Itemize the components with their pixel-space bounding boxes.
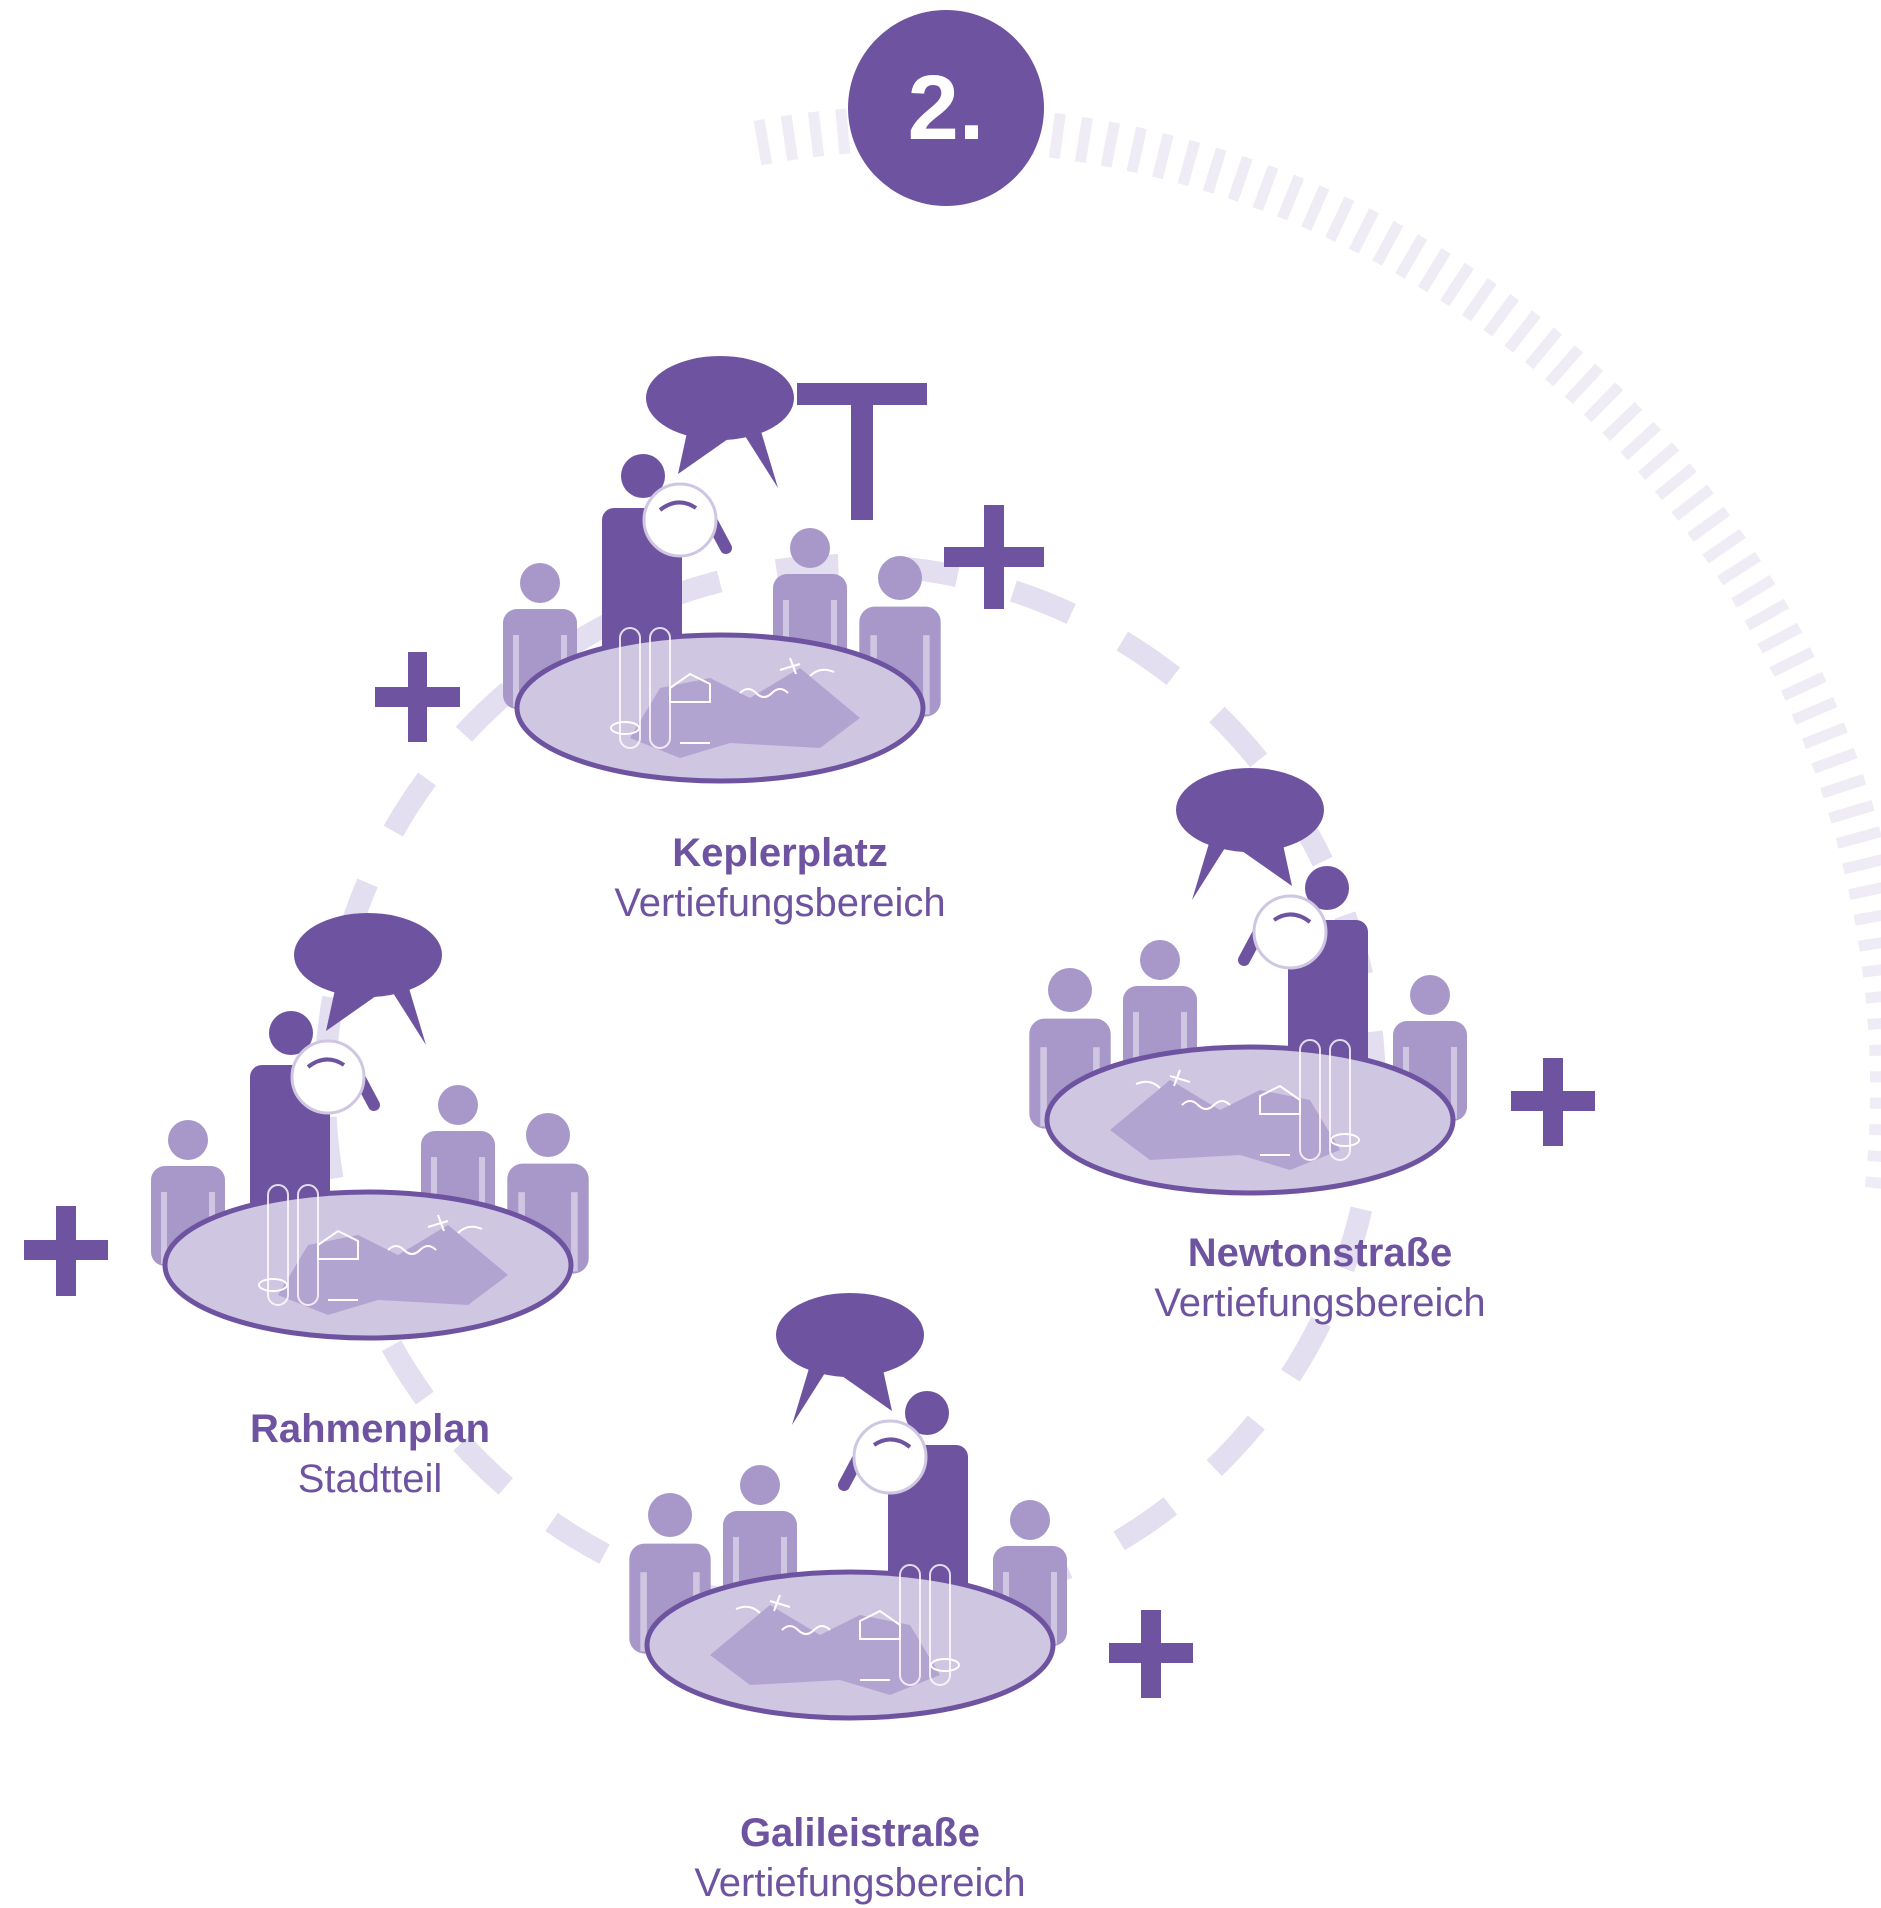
tick-mark	[1549, 349, 1579, 383]
tick-mark	[1183, 141, 1195, 184]
tick-mark	[786, 116, 793, 161]
tick-mark	[1658, 468, 1693, 496]
tick-mark	[1866, 1182, 1881, 1186]
tick-mark	[1509, 314, 1537, 350]
galileistrasse-subtitle: Vertiefungsbereich	[600, 1858, 1120, 1908]
tick-mark	[1080, 118, 1087, 162]
tick-mark	[1870, 1076, 1881, 1077]
tick-mark	[1258, 167, 1274, 209]
tick-mark	[1760, 628, 1800, 649]
tick-mark	[1868, 1156, 1881, 1159]
tick-mark	[1866, 994, 1881, 998]
tick-mark	[1868, 1021, 1881, 1024]
tick-mark	[1529, 331, 1558, 366]
tick-mark	[813, 112, 818, 157]
tick-mark	[1734, 580, 1773, 603]
tick-mark	[1706, 534, 1743, 559]
tick-mark	[759, 120, 767, 164]
newtonstrasse-subtitle: Vertiefungsbereich	[1060, 1278, 1580, 1328]
plus-icon	[1511, 1058, 1595, 1146]
tick-mark	[1377, 224, 1398, 264]
tick-mark	[1624, 426, 1657, 456]
tick-mark	[1859, 939, 1881, 946]
tick-mark	[1691, 511, 1727, 538]
tick-mark	[1675, 489, 1711, 517]
newtonstrasse-title: Newtonstraße	[1060, 1228, 1580, 1278]
newtonstrasse-group-illustration	[1029, 768, 1467, 1193]
tick-mark	[1720, 556, 1758, 580]
tick-mark	[1813, 753, 1855, 768]
tick-mark	[1467, 281, 1493, 318]
tick-mark	[1869, 1049, 1881, 1051]
keplerplatz-group-illustration	[503, 356, 941, 781]
rahmenplan-label: Rahmenplan Stadtteil	[170, 1404, 570, 1504]
tick-mark	[1783, 677, 1824, 696]
speech-bubble-icon	[776, 1293, 924, 1425]
tick-mark	[1642, 446, 1676, 475]
tick-mark	[1354, 211, 1374, 251]
tick-mark	[1208, 149, 1221, 192]
tick-mark	[1850, 885, 1881, 894]
step-number-badge: 2.	[848, 10, 1044, 206]
plus-icon	[797, 383, 927, 520]
galileistrasse-title: Galileistraße	[600, 1808, 1120, 1858]
newtonstrasse-label: Newtonstraße Vertiefungsbereich	[1060, 1228, 1580, 1328]
tick-mark	[1794, 702, 1835, 720]
keplerplatz-title: Keplerplatz	[520, 828, 1040, 878]
map-table	[517, 635, 923, 781]
tick-mark	[1282, 177, 1299, 219]
tick-mark	[1445, 266, 1470, 304]
tick-mark	[1132, 128, 1142, 172]
plus-icon	[1109, 1610, 1193, 1698]
tick-mark	[1233, 158, 1248, 201]
tick-mark	[1830, 805, 1873, 818]
plus-icon	[375, 652, 460, 742]
tick-mark	[1837, 832, 1880, 844]
keplerplatz-subtitle: Vertiefungsbereich	[520, 878, 1040, 928]
tick-mark	[1157, 134, 1168, 178]
rahmenplan-group-illustration	[151, 913, 589, 1338]
tick-mark	[1588, 386, 1620, 418]
keplerplatz-label: Keplerplatz Vertiefungsbereich	[520, 828, 1040, 928]
tick-mark	[1869, 1129, 1881, 1131]
speech-bubble-icon	[1176, 768, 1324, 900]
map-table	[1047, 1047, 1453, 1193]
tick-mark	[1054, 114, 1060, 159]
tick-mark	[1606, 406, 1638, 437]
tick-mark	[1870, 1103, 1881, 1104]
map-table	[647, 1572, 1053, 1718]
speech-bubble-icon	[646, 356, 794, 488]
tick-mark	[1804, 727, 1846, 744]
rahmenplan-title: Rahmenplan	[170, 1404, 570, 1454]
galileistrasse-group-illustration	[629, 1293, 1067, 1718]
tick-mark	[1844, 858, 1881, 869]
tick-mark	[1772, 652, 1812, 672]
step-number: 2.	[908, 56, 985, 161]
tick-mark	[1822, 779, 1865, 793]
tick-mark	[1106, 122, 1115, 166]
rahmenplan-subtitle: Stadtteil	[170, 1454, 570, 1504]
tick-mark	[1488, 297, 1515, 333]
speech-bubble-icon	[294, 913, 442, 1045]
map-table	[165, 1192, 571, 1338]
tick-mark	[1863, 967, 1881, 973]
tick-mark	[1423, 251, 1447, 289]
tick-mark	[841, 109, 845, 154]
tick-mark	[1855, 912, 1881, 920]
tick-mark	[1569, 367, 1600, 400]
tick-mark	[1330, 199, 1349, 240]
tick-mark	[1400, 237, 1423, 276]
galileistrasse-label: Galileistraße Vertiefungsbereich	[600, 1808, 1120, 1908]
plus-icon	[24, 1206, 108, 1296]
tick-mark	[1747, 604, 1786, 626]
tick-mark	[1306, 187, 1324, 228]
